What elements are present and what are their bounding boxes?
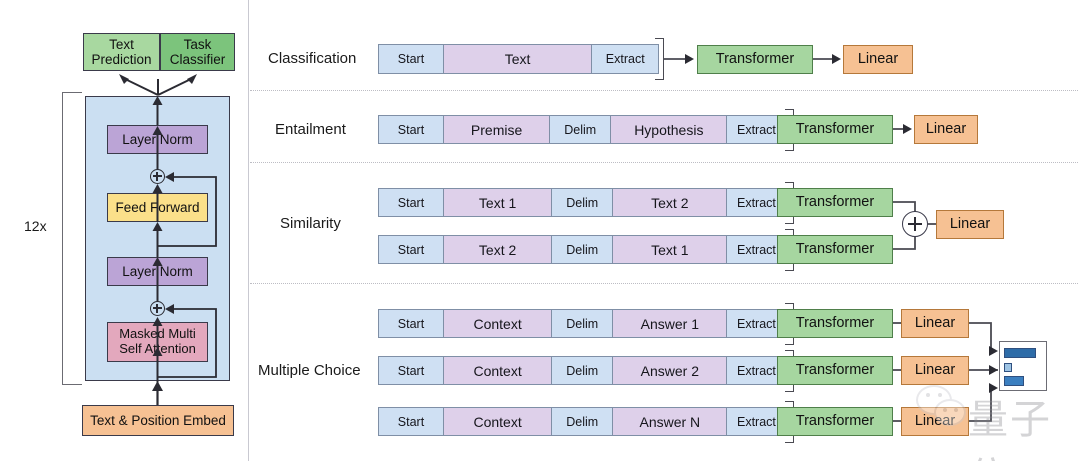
- transformer-multiple-choice-2: Transformer: [777, 356, 893, 385]
- head-task-classifier-label: Task Classifier: [169, 36, 226, 67]
- token-start: Start: [378, 356, 444, 385]
- token-start: Start: [378, 309, 444, 338]
- arrow-classification-to-transformer: [663, 54, 694, 64]
- result-bar-2: [1004, 363, 1012, 372]
- token-text2: Text 2: [611, 188, 728, 217]
- panel-divider: [248, 0, 250, 461]
- token-start: Start: [378, 407, 444, 436]
- sequence-multiple-choice-2: Start Context Delim Answer 2 Extract: [378, 356, 787, 385]
- sequence-similarity-2: Start Text 2 Delim Text 1 Extract: [378, 235, 787, 264]
- token-start: Start: [378, 235, 444, 264]
- linear-multiple-choice-1: Linear: [901, 309, 969, 338]
- task-label-classification: Classification: [268, 50, 357, 67]
- token-extract: Extract: [591, 44, 660, 74]
- token-extract: Extract: [726, 115, 787, 144]
- head-text-prediction: Text Prediction: [83, 33, 160, 71]
- token-text1: Text 1: [611, 235, 728, 264]
- linear-multiple-choice-2: Linear: [901, 356, 969, 385]
- residual-add-bottom: [150, 301, 165, 316]
- token-premise: Premise: [442, 115, 551, 144]
- head-text-prediction-label: Text Prediction: [91, 36, 152, 67]
- text-position-embed-label: Text & Position Embed: [90, 412, 226, 428]
- token-context: Context: [442, 407, 553, 436]
- sequence-entailment: Start Premise Delim Hypothesis Extract: [378, 115, 787, 144]
- multiple-choice-result-chart: [999, 341, 1047, 391]
- separator-2: [250, 162, 1078, 163]
- transformer-classification: Transformer: [697, 45, 813, 74]
- sequence-multiple-choice-1: Start Context Delim Answer 1 Extract: [378, 309, 787, 338]
- linear-similarity: Linear: [936, 210, 1004, 239]
- task-label-entailment: Entailment: [275, 121, 346, 138]
- token-delim: Delim: [551, 235, 614, 264]
- token-delim: Delim: [551, 356, 614, 385]
- token-start: Start: [378, 44, 444, 74]
- transformer-entailment-visible: Transformer: [777, 115, 893, 144]
- task-label-similarity: Similarity: [280, 215, 341, 232]
- token-delim: Delim: [551, 188, 614, 217]
- linear-entailment: Linear: [914, 115, 978, 144]
- text-position-embed-box: Text & Position Embed: [82, 405, 234, 436]
- token-hypothesis: Hypothesis: [609, 115, 728, 144]
- sequence-similarity-1: Start Text 1 Delim Text 2 Extract: [378, 188, 787, 217]
- sequence-multiple-choice-3: Start Context Delim Answer N Extract: [378, 407, 787, 436]
- arrow-classification-to-linear: [813, 54, 841, 64]
- linear-classification: Linear: [843, 45, 913, 74]
- token-text1: Text 1: [442, 188, 553, 217]
- multiple-choice-merge-wiring: [969, 322, 998, 422]
- token-context: Context: [442, 309, 553, 338]
- token-text2: Text 2: [442, 235, 553, 264]
- head-split-arrows: [119, 74, 197, 96]
- task-label-multiple-choice: Multiple Choice: [258, 362, 361, 379]
- residual-add-top: [150, 169, 165, 184]
- transformer-multiple-choice-3: Transformer: [777, 407, 893, 436]
- token-start: Start: [378, 115, 444, 144]
- arrow-entailment-to-linear: [893, 124, 912, 134]
- token-extract: Extract: [726, 188, 787, 217]
- token-answer1: Answer 1: [611, 309, 728, 338]
- token-extract: Extract: [726, 309, 787, 338]
- block-internal-wiring: [152, 96, 217, 391]
- linear-multiple-choice-3: Linear: [901, 407, 969, 436]
- sequence-classification: Start Text Extract: [378, 44, 660, 74]
- repeat-brace: [62, 92, 82, 385]
- token-answerN: Answer N: [611, 407, 728, 436]
- token-context: Context: [442, 356, 553, 385]
- result-bar-3: [1004, 376, 1024, 386]
- transformer-similarity-1: Transformer: [777, 188, 893, 217]
- head-task-classifier: Task Classifier: [160, 33, 235, 71]
- similarity-add-circle: [902, 211, 928, 237]
- token-start: Start: [378, 188, 444, 217]
- transformer-multiple-choice-1: Transformer: [777, 309, 893, 338]
- separator-3: [250, 283, 1078, 284]
- token-delim: Delim: [549, 115, 612, 144]
- token-extract: Extract: [726, 407, 787, 436]
- repeat-count-label: 12x: [24, 218, 47, 234]
- token-text: Text: [442, 44, 593, 74]
- token-delim: Delim: [551, 309, 614, 338]
- token-delim: Delim: [551, 407, 614, 436]
- token-extract: Extract: [726, 356, 787, 385]
- transformer-similarity-2: Transformer: [777, 235, 893, 264]
- token-answer2: Answer 2: [611, 356, 728, 385]
- result-bar-1: [1004, 348, 1036, 358]
- trunk-to-heads-vline: [157, 79, 159, 95]
- separator-1: [250, 90, 1078, 91]
